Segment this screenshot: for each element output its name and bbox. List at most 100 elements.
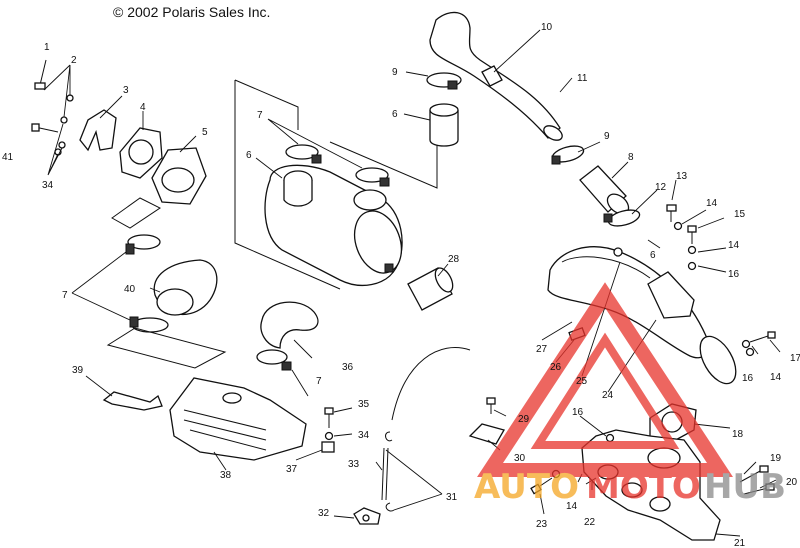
expansion-chamber — [547, 246, 737, 385]
callout-21: 21 — [734, 538, 746, 548]
callout-14-mid: 14 — [728, 240, 740, 251]
bracket-part-3 — [79, 109, 117, 152]
flange-adapter-part-5 — [151, 147, 207, 205]
coupler-part-8-lower — [579, 165, 630, 215]
callout-2: 2 — [71, 55, 77, 66]
callout-28: 28 — [448, 254, 460, 265]
callout-40: 40 — [124, 284, 136, 295]
plate-part-30 — [468, 423, 505, 445]
callout-33: 33 — [348, 459, 360, 470]
pipe-part-28 — [407, 267, 454, 311]
clamp-part-7-lower — [129, 316, 169, 333]
bolt-part-35 — [324, 407, 334, 428]
lockwasher-part-34-left — [54, 141, 66, 156]
lockwasher-part-16-right — [745, 347, 755, 357]
callout-19: 19 — [770, 453, 782, 464]
bolt-part-23 — [530, 477, 553, 495]
bolt-part-29 — [486, 397, 496, 414]
callout-24: 24 — [602, 390, 614, 401]
callout-38: 38 — [220, 470, 232, 481]
washer-part-34-center — [324, 431, 334, 441]
watermark-inner-triangle — [530, 332, 680, 449]
callout-39: 39 — [72, 365, 84, 376]
clamp-part-9-upper — [426, 72, 462, 90]
clamp-part-7-muffler-right — [355, 167, 390, 187]
callout-9-lower: 9 — [604, 131, 610, 142]
callout-11: 11 — [577, 73, 588, 84]
hook-part-31 — [385, 431, 395, 512]
bolt-part-13 — [666, 204, 677, 222]
callout-36: 36 — [342, 362, 354, 373]
watermark-triangle — [477, 282, 733, 477]
callout-34-left: 34 — [42, 180, 54, 191]
callout-31: 31 — [446, 492, 458, 503]
rubber-part-25 — [613, 247, 623, 257]
bolt-part-15 — [687, 225, 697, 244]
stud-part-22 — [585, 477, 597, 485]
callout-22: 22 — [584, 517, 596, 528]
callout-20: 20 — [786, 477, 798, 488]
muffler-part-6 — [264, 164, 403, 286]
gasket-part-4 — [119, 127, 163, 179]
watermark-text-middle: MOTO — [586, 467, 701, 507]
bolt-part-19 — [739, 465, 769, 483]
callout-26: 26 — [550, 362, 562, 373]
callout-6-chamber: 6 — [650, 250, 656, 261]
callout-32: 32 — [318, 508, 330, 519]
nut-part-37 — [321, 441, 335, 453]
clamp-part-7-muffler-left — [285, 144, 322, 164]
callout-17: 17 — [790, 353, 800, 364]
clamp-part-12 — [603, 209, 641, 227]
callout-41: 41 — [2, 152, 14, 163]
bolt-part-1 — [34, 59, 47, 90]
washer-part-14-right — [741, 339, 751, 349]
callout-1: 1 — [44, 42, 50, 53]
coupler-part-36 — [260, 301, 319, 349]
coupler-part-8-upper — [429, 103, 459, 147]
callout-37: 37 — [286, 464, 298, 475]
callout-12: 12 — [655, 182, 667, 193]
callout-7-left: 7 — [62, 290, 68, 301]
callout-3: 3 — [123, 85, 129, 96]
washer-part-2 — [60, 94, 74, 124]
bolt-part-20 — [743, 483, 775, 495]
callout-labels: 1 2 3 4 5 41 34 6 7 6 9 10 11 9 8 12 13 … — [2, 22, 800, 548]
washer-part-14-mid — [687, 245, 697, 255]
watermark-text-right: HUB — [704, 467, 786, 507]
callout-14-lower: 14 — [566, 501, 578, 512]
callout-10: 10 — [541, 22, 553, 33]
watermark-logo: AUTO MOTO HUB — [474, 282, 786, 507]
callout-7-muffler: 7 — [257, 110, 263, 121]
grommet-part-10 — [481, 65, 503, 87]
callout-16-right: 16 — [742, 373, 754, 384]
callout-16-lower: 16 — [572, 407, 584, 418]
callout-14-right: 14 — [770, 372, 782, 383]
callout-9-upper: 9 — [392, 67, 398, 78]
callout-23: 23 — [536, 519, 548, 530]
callout-15: 15 — [734, 209, 746, 220]
bracket-part-39 — [102, 391, 163, 411]
callout-6-coupler: 6 — [392, 109, 398, 120]
elbow-part-40 — [153, 259, 218, 316]
lockwasher-part-16-upper — [687, 261, 697, 271]
callout-13: 13 — [676, 171, 688, 182]
callout-34-center: 34 — [358, 430, 370, 441]
callout-5: 5 — [202, 127, 208, 138]
mount-part-32 — [353, 507, 381, 525]
callout-7-bottom: 7 — [316, 376, 322, 387]
clamp-part-7-upper — [125, 234, 161, 255]
lockwasher-part-16-lower — [605, 433, 615, 443]
callout-4: 4 — [140, 102, 146, 113]
clamp-part-9-lower — [551, 145, 585, 165]
callout-35: 35 — [358, 399, 370, 410]
bolt-part-17 — [749, 331, 776, 343]
copyright-text: © 2002 Polaris Sales Inc. — [113, 4, 270, 20]
clamp-part-7-bottom — [256, 349, 292, 371]
callout-16-upper: 16 — [728, 269, 740, 280]
callout-8: 8 — [628, 152, 634, 163]
callout-25: 25 — [576, 376, 588, 387]
callout-29: 29 — [518, 414, 530, 425]
watermark-text-left: AUTO — [474, 467, 579, 507]
callout-18: 18 — [732, 429, 744, 440]
